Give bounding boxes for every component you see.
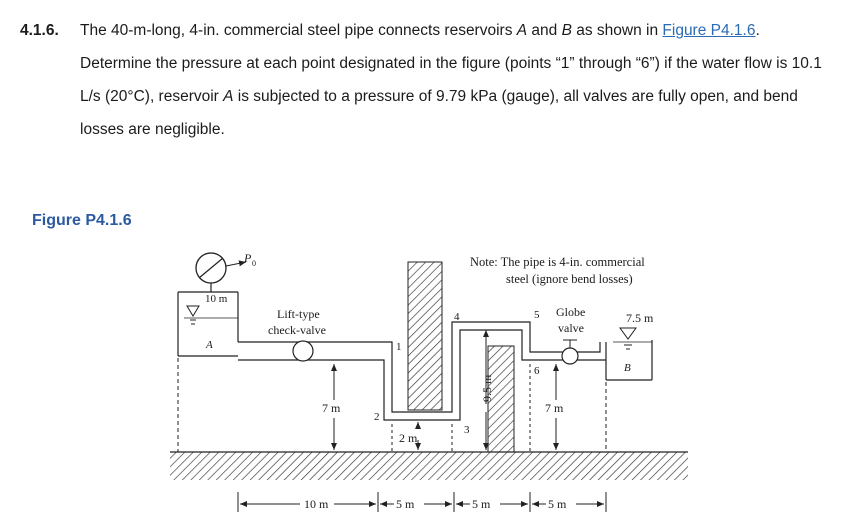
dim-7-5m: 7.5 m bbox=[626, 311, 654, 325]
label-reservoir-b: B bbox=[624, 362, 631, 374]
dim-10m-bottom: 10 m bbox=[304, 497, 329, 511]
pressure-subscript: 0 bbox=[252, 259, 256, 268]
text-part: as shown in bbox=[571, 22, 663, 39]
label-reservoir-a: A bbox=[205, 339, 213, 351]
dim-5m-a: 5 m bbox=[396, 497, 415, 511]
note-line-2: steel (ignore bend losses) bbox=[506, 272, 633, 286]
figure-link[interactable]: Figure P4.1.6 bbox=[662, 22, 756, 39]
vertical-dimensions bbox=[331, 330, 559, 452]
reservoir-ref-a: A bbox=[516, 22, 528, 39]
lift-valve-label-1: Lift-type bbox=[277, 307, 320, 321]
reservoir-ref-b: B bbox=[561, 22, 572, 39]
text-part: . Determine the pressure at each point d… bbox=[80, 22, 822, 105]
point-label-4: 4 bbox=[454, 311, 460, 323]
dim-2m: 2 m bbox=[399, 431, 418, 445]
globe-valve-icon: Globe valve bbox=[556, 305, 585, 365]
block-obstacle bbox=[487, 345, 515, 453]
dim-10m-top: 10 m bbox=[205, 293, 228, 305]
point-label-2: 2 bbox=[374, 411, 380, 423]
point-label-3: 3 bbox=[464, 424, 470, 436]
problem-number: 4.1.6. bbox=[20, 22, 59, 39]
point-label-5: 5 bbox=[534, 309, 540, 321]
figure-caption: Figure P4.1.6 bbox=[32, 212, 132, 229]
lift-check-valve-icon: Lift-type check-valve bbox=[268, 307, 326, 362]
text-part: is subjected to a pressure of 9.79 kPa (… bbox=[80, 88, 798, 138]
problem-text: The 40-m-long, 4-in. commercial steel pi… bbox=[80, 14, 832, 146]
dim-5m-b: 5 m bbox=[472, 497, 491, 511]
lift-valve-label-2: check-valve bbox=[268, 323, 326, 337]
pressure-gauge-icon: P 0 bbox=[195, 251, 256, 292]
horizontal-dimensions bbox=[237, 492, 607, 512]
globe-valve-label-2: valve bbox=[558, 321, 584, 335]
dim-7m-left: 7 m bbox=[322, 401, 341, 415]
reservoir-a: A 10 m bbox=[177, 291, 239, 452]
ground-hatch bbox=[170, 452, 688, 480]
dim-7m-right: 7 m bbox=[545, 401, 564, 415]
text-part: The 40-m-long, 4-in. commercial steel pi… bbox=[80, 22, 517, 39]
pressure-label: P bbox=[243, 251, 252, 265]
globe-valve-label-1: Globe bbox=[556, 305, 585, 319]
point-label-6: 6 bbox=[534, 365, 540, 377]
text-part: and bbox=[527, 22, 562, 39]
note-line-1: Note: The pipe is 4-in. commercial bbox=[470, 255, 645, 269]
dim-5m-c: 5 m bbox=[548, 497, 567, 511]
wall-obstacle bbox=[407, 261, 443, 411]
point-label-1: 1 bbox=[396, 341, 402, 353]
reservoir-ref-a: A bbox=[223, 88, 234, 105]
reservoir-b: B 7.5 m bbox=[605, 311, 654, 452]
dim-9-5m: 9.5 m bbox=[480, 374, 494, 402]
